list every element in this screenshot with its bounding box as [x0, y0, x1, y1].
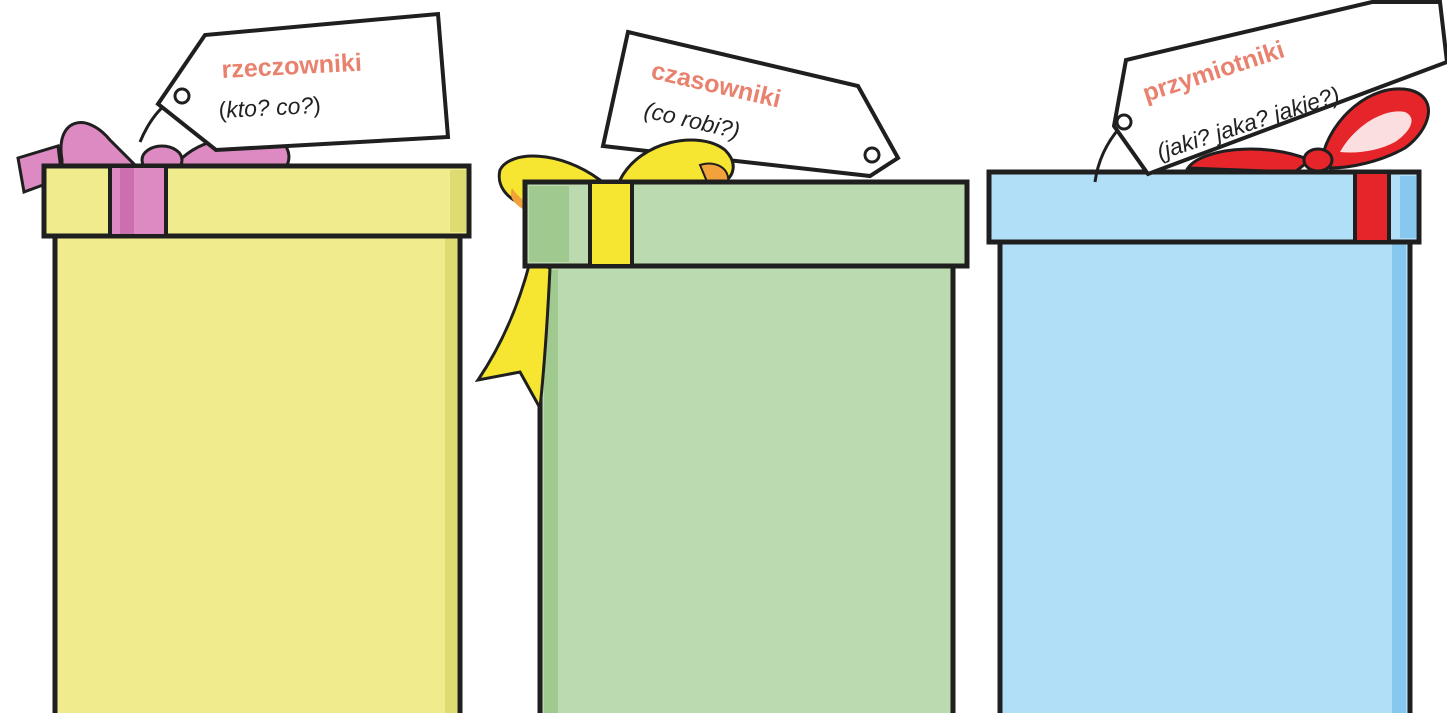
blue-gift-lid-shade [1400, 176, 1416, 238]
yellow-gift-body-shade [445, 238, 457, 713]
green-gift-body [540, 266, 953, 713]
yellow-ribbon-tail [478, 262, 550, 408]
yellow-gift-tag-question: kto? co? [226, 92, 314, 123]
blue-gift-ribbon [1355, 172, 1389, 242]
green-gift: czasowniki (co robi?) [478, 32, 967, 713]
yellow-gift-tag: rzeczowniki (kto? co?) [158, 14, 448, 150]
yellow-gift-lid [44, 166, 469, 236]
yellow-gift-tag-paren-close: ) [312, 92, 321, 118]
green-gift-lid-shade [529, 186, 569, 262]
yellow-gift-ribbon [110, 166, 166, 236]
yellow-gift: rzeczowniki (kto? co?) [18, 14, 469, 713]
blue-gift-body-shade [1392, 244, 1406, 713]
yellow-gift-body [55, 234, 460, 713]
green-gift-ribbon [590, 182, 632, 266]
yellow-gift-ribbon-shade [120, 168, 134, 234]
yellow-gift-tag-subtitle: (kto? co?) [218, 92, 322, 123]
yellow-gift-lid-shade [450, 170, 466, 232]
blue-gift-body [1000, 240, 1410, 713]
blue-gift: przymiotniki (jaki? jaka? jakie?) [989, 2, 1447, 713]
